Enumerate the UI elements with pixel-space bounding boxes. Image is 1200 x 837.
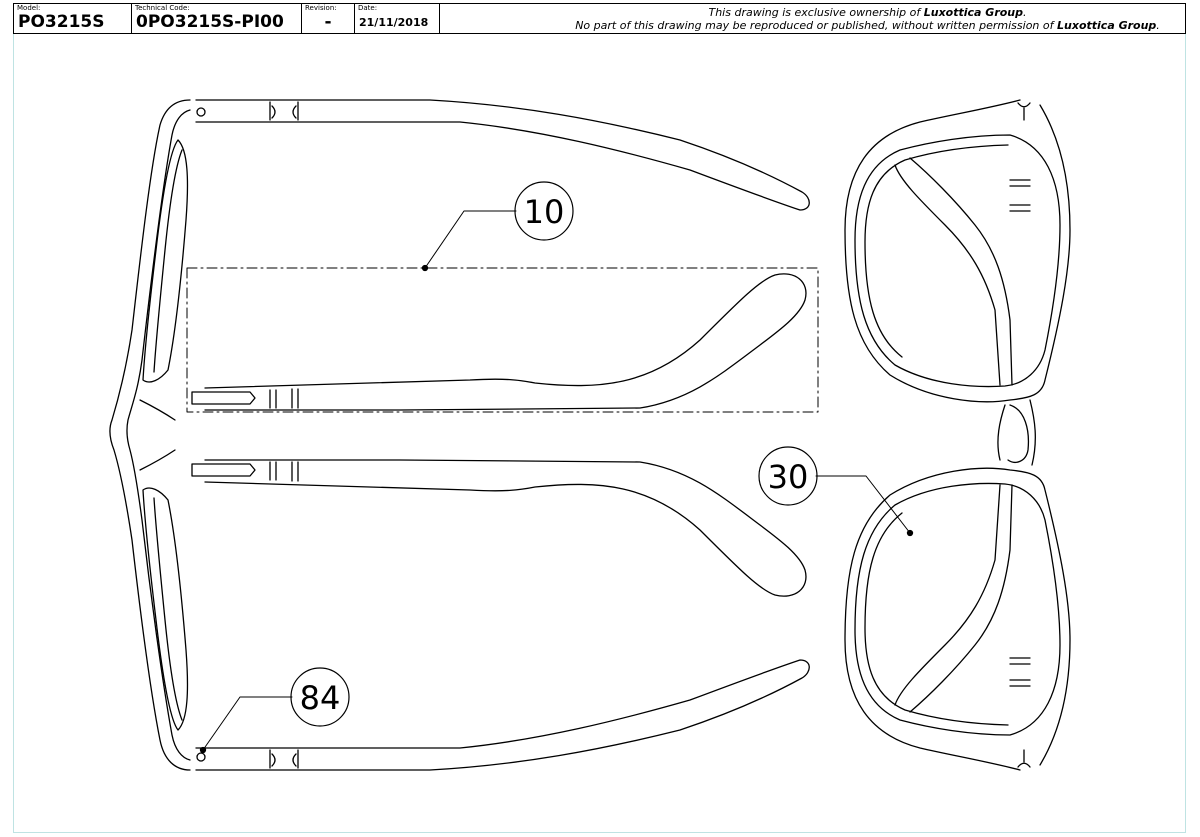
- top-view-lower-lens: [142, 487, 189, 731]
- callout-hinge-screw: 84: [199, 667, 350, 754]
- temple-detail-box: [186, 267, 819, 413]
- notice-line-1: This drawing is exclusive ownership of L…: [550, 6, 1185, 19]
- callout-hinge-screw-bubble: [290, 667, 350, 727]
- temple-lower-body: [204, 459, 807, 597]
- top-hinge-screw: [196, 107, 206, 117]
- front-lower-temple: [894, 484, 1013, 713]
- front-lower-hinge: [1009, 657, 1031, 687]
- temple-detail: [186, 267, 819, 597]
- temple-lower-hinge-marks: [269, 461, 299, 482]
- front-lower-lens-inner: [864, 512, 1009, 726]
- technical-code-value: 0PO3215S-PI00: [136, 12, 284, 32]
- model-value: PO3215S: [18, 12, 105, 32]
- notice-line-2-owner: Luxottica Group: [1057, 19, 1157, 32]
- top-view-upper-temple-hinge: [269, 101, 299, 121]
- front-upper-lens-inner: [864, 144, 1009, 358]
- front-upper-lens: [854, 134, 1061, 388]
- front-upper-temple: [894, 157, 1013, 386]
- top-view-upper-temple: [195, 99, 810, 211]
- ownership-notice: This drawing is exclusive ownership of L…: [440, 4, 1185, 33]
- top-view-bridge: [139, 399, 176, 471]
- top-view-upper-lens-inner: [153, 149, 183, 373]
- model-cell: Model: PO3215S: [14, 4, 132, 33]
- front-top-notch: [1017, 102, 1031, 121]
- top-view-lower-temple-hinge: [269, 749, 299, 769]
- revision-cell: Revision: -: [302, 4, 355, 33]
- notice-line-2-text: No part of this drawing may be reproduce…: [575, 19, 1058, 32]
- temple-upper-side: [191, 391, 256, 405]
- callout-hinge-screw-leader: [202, 696, 293, 751]
- date-value: 21/11/2018: [359, 16, 429, 29]
- front-upper-hinge: [1009, 179, 1031, 212]
- temple-upper-hinge-marks: [269, 388, 299, 409]
- front-lower-lens: [854, 482, 1061, 736]
- model-label: Model:: [17, 4, 41, 12]
- front-lower-frame-outer: [844, 467, 1071, 771]
- notice-line-1-text: This drawing is exclusive ownership of: [708, 6, 924, 19]
- top-view-rim-inner: [126, 109, 191, 761]
- front-bridge: [997, 399, 1036, 466]
- top-view-lower-lens-inner: [153, 497, 183, 721]
- temple-lower-side: [191, 463, 256, 477]
- callout-temple-bubble: [514, 181, 574, 241]
- notice-line-2: No part of this drawing may be reproduce…: [550, 19, 1185, 32]
- title-block: Model: PO3215S Technical Code: 0PO3215S-…: [13, 3, 1186, 34]
- callout-lens: 30: [758, 446, 914, 537]
- callout-temple-leader: [424, 210, 517, 269]
- callout-lens-bubble: [758, 446, 818, 506]
- top-view-lower-temple: [195, 659, 810, 771]
- callout-lens-number: 30: [768, 458, 809, 496]
- bottom-hinge-screw: [196, 752, 206, 762]
- temple-upper-body: [204, 273, 807, 411]
- revision-label: Revision:: [305, 4, 337, 12]
- date-cell: Date: 21/11/2018: [355, 4, 440, 33]
- callout-temple: 10: [421, 181, 574, 272]
- callout-hinge-screw-number: 84: [300, 679, 341, 717]
- date-label: Date:: [358, 4, 378, 12]
- notice-line-1-owner: Luxottica Group: [923, 6, 1024, 19]
- notice-line-1-end: .: [1023, 6, 1027, 19]
- front-bottom-notch: [1017, 749, 1031, 768]
- top-view-upper-lens: [142, 139, 189, 383]
- top-view: [109, 99, 810, 771]
- callout-temple-number: 10: [524, 193, 565, 231]
- notice-line-2-end: .: [1156, 19, 1160, 32]
- revision-value: -: [324, 12, 332, 32]
- front-view: [844, 99, 1071, 771]
- front-upper-frame-outer: [844, 99, 1071, 403]
- callout-lens-leader: [815, 475, 911, 534]
- top-view-front-rim: [109, 99, 191, 771]
- technical-code-label: Technical Code:: [135, 4, 190, 12]
- technical-code-cell: Technical Code: 0PO3215S-PI00: [132, 4, 302, 33]
